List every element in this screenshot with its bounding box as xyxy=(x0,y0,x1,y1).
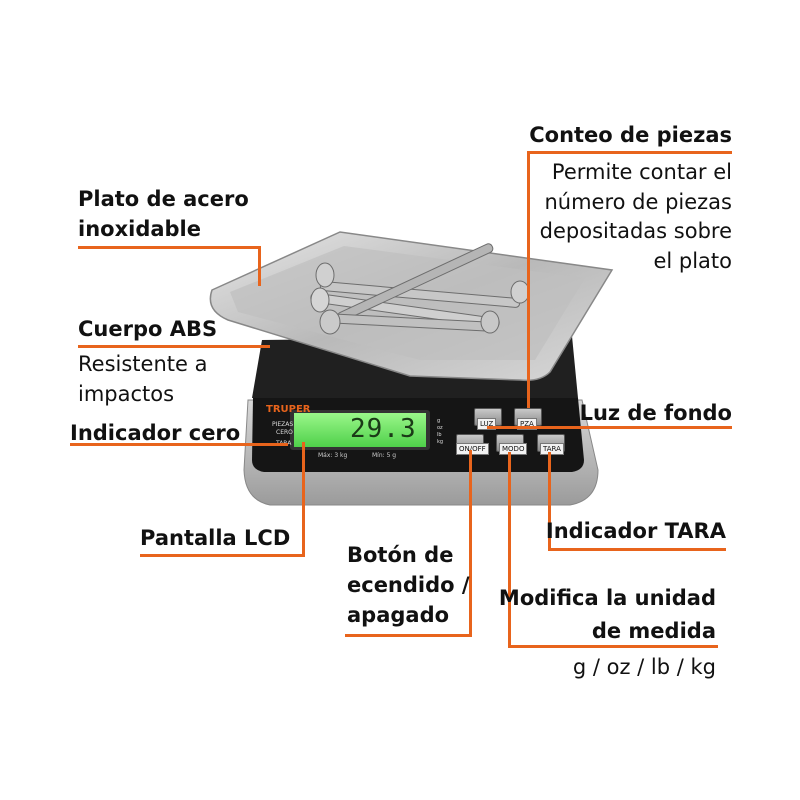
leader-tara-h xyxy=(548,548,726,551)
luz-label: Luz de fondo xyxy=(579,401,732,425)
conteo-desc-1: Permite contar el xyxy=(551,160,732,184)
leader-cuerpo xyxy=(78,345,270,348)
leader-pantalla-v xyxy=(302,442,305,557)
unit-marks: g oz lb kg xyxy=(437,418,443,446)
unidad-desc: g / oz / lb / kg xyxy=(572,655,716,679)
side-label-cero: CERO xyxy=(276,429,293,436)
brand-logo: TRUPER xyxy=(266,404,311,415)
lcd-value: 29.3 xyxy=(350,414,417,444)
leader-pantalla-h xyxy=(140,554,305,557)
unit-g: g xyxy=(437,418,441,424)
leader-unidad-v xyxy=(508,452,511,648)
boton-label-3: apagado xyxy=(347,603,450,627)
unit-kg: kg xyxy=(437,439,444,445)
boton-label-2: ecendido / xyxy=(347,573,470,597)
conteo-desc-3: depositadas sobre xyxy=(539,219,732,243)
leader-plato-h xyxy=(78,246,260,249)
leader-conteo-v xyxy=(527,151,530,408)
indicador-cero-label: Indicador cero xyxy=(70,421,241,445)
pantalla-label: Pantalla LCD xyxy=(140,526,291,550)
cuerpo-desc-2: impactos xyxy=(78,382,175,406)
conteo-desc-2: número de piezas xyxy=(544,190,732,214)
conteo-title: Conteo de piezas xyxy=(529,123,732,147)
plato-label-1: Plato de acero xyxy=(78,187,249,211)
cuerpo-desc-1: Resistente a xyxy=(78,352,208,376)
modo-button-label: MODO xyxy=(499,443,528,455)
bolts xyxy=(310,243,530,335)
unidad-label-1: Modifica la unidad xyxy=(498,586,716,610)
conteo-desc-4: el plato xyxy=(653,249,732,273)
onoff-button-label: ON/OFF xyxy=(456,443,489,455)
lcd-screen xyxy=(294,413,426,447)
leader-boton-v xyxy=(469,450,472,637)
unidad-label-2: de medida xyxy=(591,619,716,643)
cuerpo-title: Cuerpo ABS xyxy=(78,317,218,341)
tara-button-label: TARA xyxy=(540,443,564,455)
side-label-piezas: PIEZAS xyxy=(272,421,294,428)
leader-cero xyxy=(70,443,288,446)
unit-oz: oz xyxy=(437,425,443,431)
leader-boton-h xyxy=(345,634,472,637)
leader-tara-v xyxy=(548,452,551,551)
leader-unidad-h xyxy=(508,645,718,648)
max-text: Máx: 3 kg xyxy=(318,452,348,459)
tara-label: Indicador TARA xyxy=(545,519,726,543)
min-text: Mín: 5 g xyxy=(372,452,397,459)
plato-label-2: inoxidable xyxy=(78,217,201,241)
leader-plato-v xyxy=(258,246,261,286)
leader-conteo-h xyxy=(527,151,732,154)
unit-lb: lb xyxy=(437,432,442,438)
luz-button-label: LUZ xyxy=(477,418,497,430)
boton-label-1: Botón de xyxy=(347,543,454,567)
leader-luz xyxy=(487,426,732,429)
